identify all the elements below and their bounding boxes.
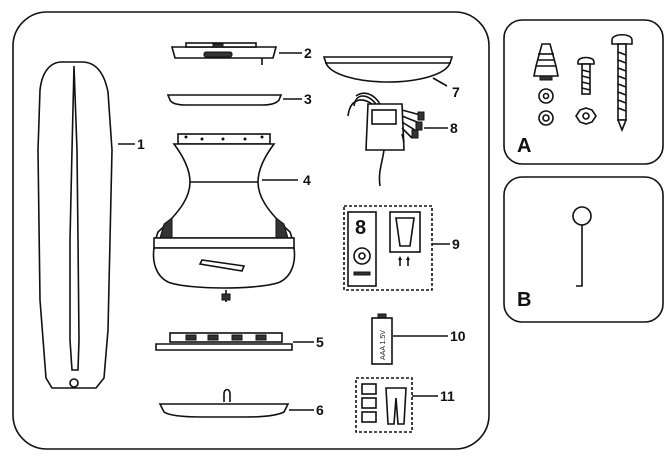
wire-nut-icon	[533, 43, 559, 81]
blade-part	[37, 61, 113, 389]
flat-washer-icon	[538, 110, 554, 126]
callout-1: 1	[137, 136, 145, 152]
callout-7: 7	[452, 84, 460, 100]
hardware-panel-a	[503, 19, 664, 165]
light-kit-plate-part	[155, 332, 293, 351]
hook-pin-icon	[572, 206, 592, 287]
hardware-panel-b	[503, 176, 664, 323]
callout-10: 10	[450, 328, 466, 344]
receiver-part	[347, 92, 425, 187]
glass-cover-part	[158, 388, 290, 418]
long-screw-icon	[611, 33, 633, 133]
callout-11: 11	[440, 388, 455, 404]
battery-label: AAA 1.5V	[380, 330, 387, 360]
callout-5: 5	[316, 334, 324, 350]
remote-digit: 8	[355, 217, 366, 239]
remote-control-and-holder-part: 8	[343, 205, 433, 291]
panel-a-label: A	[517, 135, 531, 157]
short-screw-icon	[577, 56, 595, 95]
hex-nut-icon	[575, 107, 597, 125]
panel-b-label: B	[517, 289, 531, 311]
canopy-ring-part	[166, 94, 283, 106]
motor-housing-part	[152, 133, 296, 302]
main-panel	[12, 11, 490, 450]
callout-6: 6	[316, 402, 324, 418]
balancing-kit-part	[355, 377, 413, 433]
callout-9: 9	[452, 236, 460, 252]
battery-part: AAA 1.5V	[371, 313, 393, 365]
callout-8: 8	[450, 120, 458, 136]
callout-3: 3	[304, 91, 312, 107]
callout-4: 4	[303, 172, 311, 188]
mounting-bracket-part	[170, 42, 278, 65]
canopy-part	[322, 56, 454, 83]
lock-washer-icon	[538, 88, 554, 104]
callout-2: 2	[304, 45, 312, 61]
